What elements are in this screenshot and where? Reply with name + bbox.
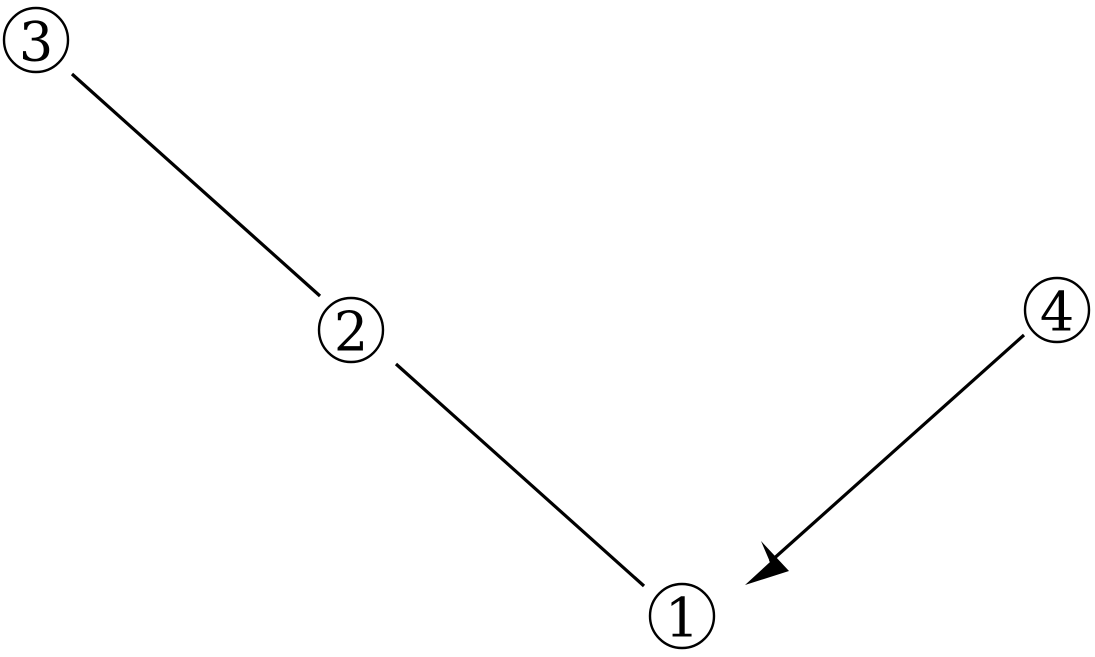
- edge-3-2: [70, 72, 322, 298]
- edge-2-1: [394, 362, 646, 588]
- node-2: 2: [317, 296, 385, 364]
- node-2-label: 2: [334, 301, 368, 364]
- edge-4-1: [768, 333, 1026, 564]
- node-1: 1: [648, 582, 716, 650]
- node-4-label: 4: [1040, 281, 1074, 344]
- node-3: 3: [2, 6, 70, 74]
- arrowhead-4-1: [745, 541, 789, 585]
- node-2-circle: [317, 296, 385, 364]
- node-4: 4: [1023, 276, 1091, 344]
- node-4-circle: [1023, 276, 1091, 344]
- node-1-circle: [648, 582, 716, 650]
- node-3-circle: [2, 6, 70, 74]
- node-1-label: 1: [665, 587, 699, 650]
- node-3-label: 3: [19, 11, 53, 74]
